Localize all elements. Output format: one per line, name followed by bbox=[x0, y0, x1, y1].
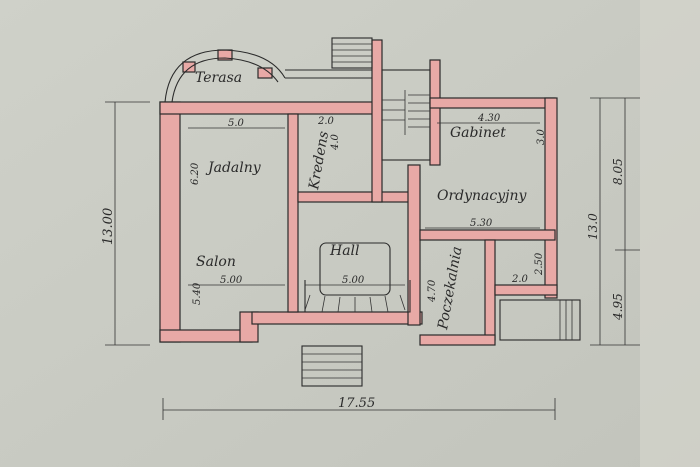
dimension-lines bbox=[105, 97, 640, 420]
room-ordynacyjny: Ordynacyjny bbox=[437, 188, 528, 204]
stairs-top bbox=[331, 37, 431, 161]
room-salon: Salon bbox=[196, 254, 236, 270]
dim-jadalny-width: 5.0 bbox=[228, 118, 245, 129]
dim-salon-width: 5.00 bbox=[220, 275, 243, 286]
dim-poczekalnia-depth: 4.70 bbox=[427, 279, 438, 303]
dim-total-width: 17.55 bbox=[338, 396, 375, 411]
room-hall: Hall bbox=[329, 243, 360, 259]
paper-edge bbox=[640, 0, 700, 467]
dim-jadalny-depth: 6.20 bbox=[190, 162, 201, 185]
dimension-labels: 5.0 6.20 2.0 4.0 4.30 3.0 5.30 5.00 5.00… bbox=[101, 113, 625, 411]
walls bbox=[159, 39, 558, 346]
dim-kredens-width: 2.0 bbox=[317, 116, 335, 127]
dim-total-depth-left: 13.00 bbox=[101, 208, 116, 245]
dim-total-depth-right: 13.0 bbox=[586, 213, 600, 240]
room-gabinet: Gabinet bbox=[450, 125, 506, 141]
dim-ordynacyjny-width: 5.30 bbox=[470, 218, 493, 229]
dim-small-room-width: 2.0 bbox=[511, 274, 529, 285]
dim-gabinet-depth: 3.0 bbox=[536, 128, 547, 145]
dim-salon-depth: 5.40 bbox=[192, 282, 203, 305]
dim-right-upper: 8.05 bbox=[611, 158, 625, 185]
dim-gabinet-width: 4.30 bbox=[477, 113, 501, 124]
stairs-bottom bbox=[301, 299, 581, 387]
dim-small-room-depth: 2.50 bbox=[534, 252, 545, 276]
room-jadalny: Jadalny bbox=[205, 160, 262, 176]
room-terasa: Terasa bbox=[195, 70, 242, 86]
dim-kredens-depth: 4.0 bbox=[330, 133, 341, 151]
terasa-arc bbox=[164, 49, 372, 103]
hall-stair bbox=[304, 242, 411, 313]
dim-hall-width: 5.00 bbox=[342, 275, 365, 286]
dim-right-lower: 4.95 bbox=[611, 293, 625, 321]
